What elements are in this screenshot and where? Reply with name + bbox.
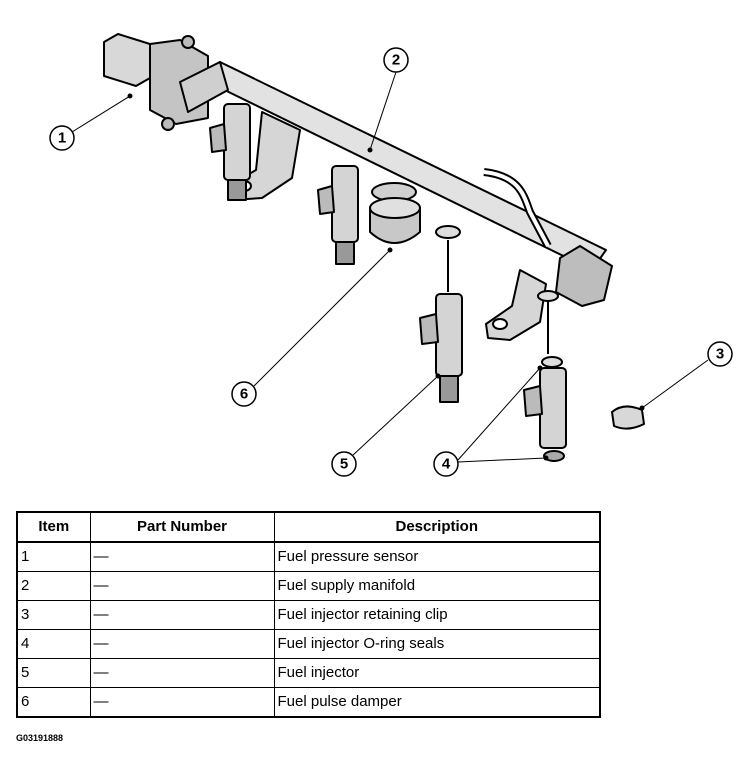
header-part-number: Part Number xyxy=(89,511,275,543)
cell-description: Fuel injector retaining clip xyxy=(273,600,601,630)
cell-item: 6 xyxy=(16,687,91,718)
cell-item: 3 xyxy=(16,600,91,630)
table-row: 6 — Fuel pulse damper xyxy=(16,687,601,718)
callout-1: 1 xyxy=(58,130,66,147)
cell-part-number: — xyxy=(89,571,275,601)
fuel-rail-diagram: 1 2 3 4 5 6 xyxy=(49,33,733,477)
table-row: 1 — Fuel pressure sensor xyxy=(16,541,601,572)
cell-description: Fuel pulse damper xyxy=(273,687,601,718)
cell-description: Fuel injector xyxy=(273,658,601,688)
header-item: Item xyxy=(16,511,91,543)
callout-2: 2 xyxy=(392,52,400,69)
header-description: Description xyxy=(273,511,601,543)
fuel-injector-with-o-rings xyxy=(523,290,567,462)
cell-part-number: — xyxy=(89,687,275,718)
fuel-injector-mounted-2 xyxy=(317,165,359,265)
cell-part-number: — xyxy=(89,600,275,630)
table-row: 4 — Fuel injector O-ring seals xyxy=(16,629,601,659)
figure-id: G03191888 xyxy=(16,733,64,743)
cell-item: 2 xyxy=(16,571,91,601)
cell-description: Fuel pressure sensor xyxy=(273,541,601,572)
callout-5: 5 xyxy=(340,456,348,473)
fuel-injector xyxy=(419,225,463,403)
cell-part-number: — xyxy=(89,658,275,688)
callout-3: 3 xyxy=(716,346,724,363)
fuel-injector-retaining-clip xyxy=(611,405,645,430)
callout-6: 6 xyxy=(240,386,248,403)
cell-description: Fuel injector O-ring seals xyxy=(273,629,601,659)
callout-4: 4 xyxy=(442,456,451,473)
table-row: 3 — Fuel injector retaining clip xyxy=(16,600,601,630)
cell-item: 5 xyxy=(16,658,91,688)
cell-item: 1 xyxy=(16,541,91,572)
fuel-pulse-damper xyxy=(369,182,421,244)
cell-part-number: — xyxy=(89,541,275,572)
table-header-row: Item Part Number Description xyxy=(16,511,601,543)
parts-table: Item Part Number Description 1 — Fuel pr… xyxy=(16,511,601,718)
cell-description: Fuel supply manifold xyxy=(273,571,601,601)
fuel-injector-mounted-1 xyxy=(209,103,251,201)
cell-item: 4 xyxy=(16,629,91,659)
cell-part-number: — xyxy=(89,629,275,659)
table-row: 5 — Fuel injector xyxy=(16,658,601,688)
table-row: 2 — Fuel supply manifold xyxy=(16,571,601,601)
